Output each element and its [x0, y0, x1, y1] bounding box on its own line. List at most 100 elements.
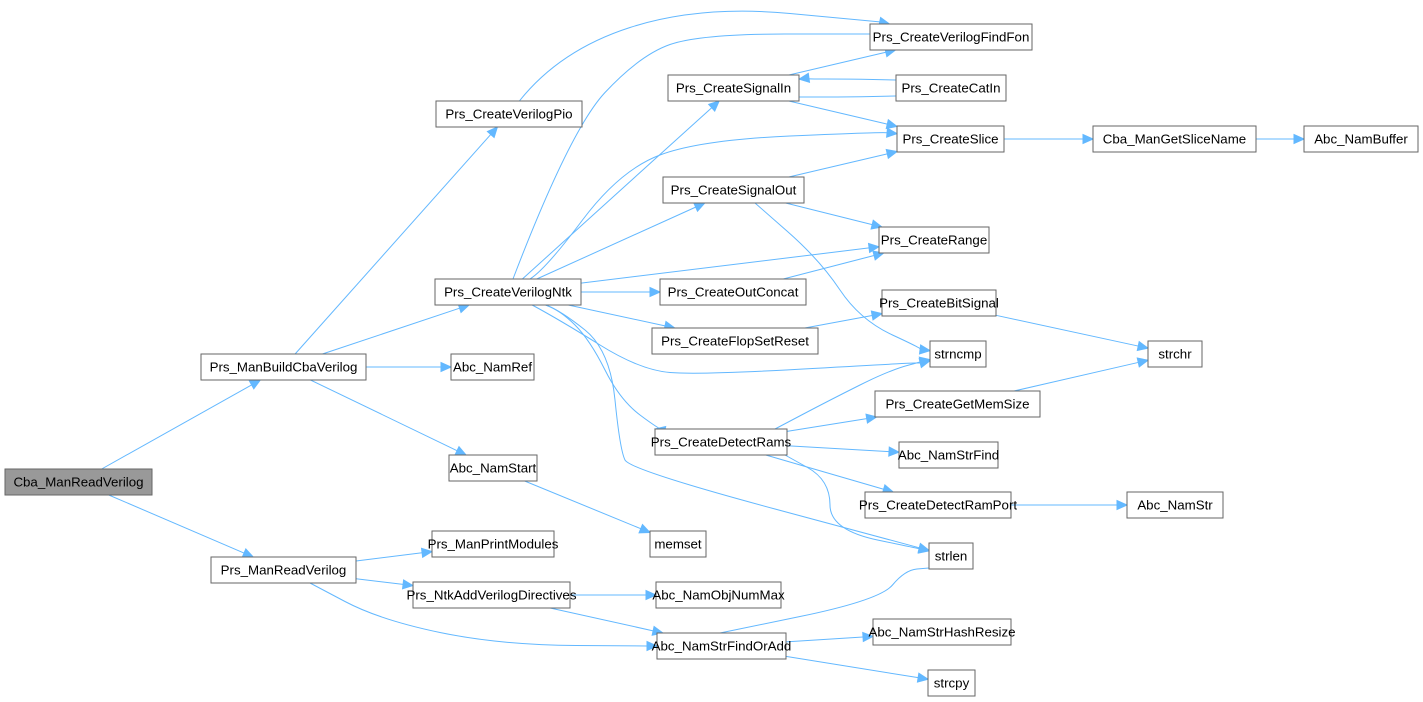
arrowhead-icon — [885, 118, 899, 130]
arrowhead-icon — [486, 126, 499, 139]
node-abc-namobjnummax[interactable]: Abc_NamObjNumMax — [652, 581, 785, 609]
node-prs-manreadverilog[interactable]: Prs_ManReadVerilog — [210, 556, 357, 584]
arrowhead-icon — [454, 445, 468, 456]
node-label: Prs_CreateSlice — [902, 132, 998, 147]
arrowhead-icon — [797, 72, 811, 83]
arrowhead-icon — [420, 547, 434, 559]
edge-n0-n1 — [101, 384, 252, 470]
edge-n4-n14 — [580, 247, 870, 284]
node-label: Abc_NamStr — [1137, 498, 1213, 513]
node-label: Abc_NamStrHashResize — [868, 625, 1015, 640]
node-prs-createsignalout[interactable]: Prs_CreateSignalOut — [662, 176, 805, 204]
node-prs-createoutconcat[interactable]: Prs_CreateOutConcat — [659, 278, 807, 306]
edge-n4-n13 — [536, 206, 696, 280]
arrowhead-icon — [645, 589, 658, 601]
node-label: Prs_CreateOutConcat — [668, 285, 799, 300]
edge-n16-n17 — [804, 314, 873, 329]
node-abc-namstr[interactable]: Abc_NamStr — [1126, 491, 1224, 519]
node-prs-creategetmemsize[interactable]: Prs_CreateGetMemSize — [874, 390, 1041, 418]
edge-n19-n23 — [784, 454, 921, 550]
node-abc-namstrfind[interactable]: Abc_NamStrFind — [898, 441, 999, 469]
edge-n13-n14 — [785, 202, 873, 226]
arrowhead-icon — [649, 286, 662, 298]
edge-n20-n31 — [1013, 361, 1139, 392]
node-label: Cba_ManReadVerilog — [13, 475, 143, 490]
node-prs-createverilogpio[interactable]: Prs_CreateVerilogPio — [435, 100, 583, 128]
arrowhead-icon — [241, 548, 255, 558]
node-strlen[interactable]: strlen — [928, 542, 974, 570]
arrowhead-icon — [1116, 499, 1129, 511]
node-prs-manbuildcbaverilog[interactable]: Prs_ManBuildCbaVerilog — [200, 353, 367, 381]
arrowhead-icon — [693, 202, 706, 213]
node-memset[interactable]: memset — [649, 530, 707, 558]
edge-n1-n4 — [322, 307, 460, 355]
node-label: Prs_CreateRange — [881, 233, 987, 248]
node-label: strcpy — [934, 676, 970, 691]
node-prs-createsignalin[interactable]: Prs_CreateSignalIn — [667, 74, 800, 102]
node-label: Abc_NamBuffer — [1314, 132, 1408, 147]
node-abc-nambuffer[interactable]: Abc_NamBuffer — [1303, 125, 1419, 153]
node-label: Abc_NamRef — [453, 360, 532, 375]
node-strncmp[interactable]: strncmp — [929, 340, 987, 368]
node-prs-createverilogfindfon[interactable]: Prs_CreateVerilogFindFon — [869, 23, 1033, 51]
edge-n26-n23 — [719, 567, 930, 634]
edge-n2-n7 — [355, 552, 423, 562]
node-label: Cba_ManGetSliceName — [1103, 132, 1246, 147]
arrowhead-icon — [888, 446, 901, 457]
node-label: Abc_NamStart — [450, 461, 537, 476]
arrowhead-icon — [1082, 133, 1095, 145]
node-abc-namstart[interactable]: Abc_NamStart — [448, 454, 538, 482]
node-label: strlen — [935, 549, 968, 564]
edge-n1-n3 — [294, 134, 492, 355]
edge-n19-n20 — [786, 418, 867, 432]
node-cba-manreadverilog[interactable]: Cba_ManReadVerilog — [4, 468, 153, 496]
arrowhead-icon — [646, 640, 659, 652]
edge-n26-n28 — [785, 655, 919, 679]
node-prs-createcatin[interactable]: Prs_CreateCatIn — [895, 74, 1007, 102]
edge-n19-n22 — [765, 454, 884, 490]
edge-n6-n24 — [524, 480, 641, 530]
node-label: Abc_NamObjNumMax — [652, 588, 785, 603]
edge-n4-n10 — [522, 107, 713, 280]
node-prs-manprintmodules[interactable]: Prs_ManPrintModules — [428, 530, 559, 558]
node-prs-createbitsignal2[interactable]: Prs_CreateBitSignal — [879, 289, 999, 317]
node-strchr[interactable]: strchr — [1147, 340, 1203, 368]
node-prs-createdetectrams[interactable]: Prs_CreateDetectRams — [651, 428, 792, 456]
edge-n26-n27 — [785, 636, 864, 643]
node-prs-createbitsignal[interactable]: Prs_CreateFlopSetReset — [651, 327, 819, 355]
arrowhead-icon — [1136, 357, 1150, 368]
arrowhead-icon — [440, 361, 453, 373]
edge-n2-n8 — [355, 578, 404, 585]
node-label: strncmp — [934, 347, 981, 362]
node-label: Prs_CreateDetectRamPort — [859, 498, 1017, 513]
nodes-layer: Cba_ManReadVerilog Prs_ManBuildCbaVerilo… — [4, 23, 1419, 697]
node-label: Prs_CreateSignalOut — [671, 183, 797, 198]
node-label: Prs_NtkAddVerilogDirectives — [407, 588, 577, 603]
arrowhead-icon — [865, 413, 878, 424]
node-label: strchr — [1158, 347, 1192, 362]
edge-n4-n19 — [545, 304, 665, 432]
node-cba-mangetslicename[interactable]: Cba_ManGetSliceName — [1092, 125, 1257, 153]
arrowhead-icon — [917, 543, 931, 554]
node-strcpy[interactable]: strcpy — [927, 669, 976, 697]
edge-n4-n12 — [529, 132, 888, 280]
edge-n8-n26 — [550, 607, 654, 632]
edges-layer — [101, 10, 1306, 683]
node-label: Prs_ManPrintModules — [428, 537, 559, 552]
edge-n15-n14 — [783, 255, 875, 280]
node-prs-createslice[interactable]: Prs_CreateSlice — [896, 125, 1005, 153]
node-prs-createverilogntk[interactable]: Prs_CreateVerilogNtk — [434, 278, 582, 306]
node-prs-createrange[interactable]: Prs_CreateRange — [878, 226, 990, 254]
arrowhead-icon — [885, 148, 899, 160]
arrowhead-icon — [638, 523, 652, 534]
node-abc-namstrfindoradd[interactable]: Abc_NamStrFindOrAdd — [652, 632, 792, 660]
node-prs-createdetectramport[interactable]: Prs_CreateDetectRamPort — [859, 491, 1017, 519]
node-label: Prs_CreateVerilogFindFon — [873, 30, 1030, 45]
node-abc-namstrhashresize[interactable]: Abc_NamStrHashResize — [868, 618, 1016, 646]
node-prs-ntkaddverilogdirectives[interactable]: Prs_NtkAddVerilogDirectives — [407, 581, 577, 609]
arrowhead-icon — [1293, 133, 1306, 145]
arrowhead-icon — [870, 310, 884, 321]
node-abc-namref[interactable]: Abc_NamRef — [450, 353, 535, 381]
node-label: Prs_CreateFlopSetReset — [661, 334, 809, 349]
